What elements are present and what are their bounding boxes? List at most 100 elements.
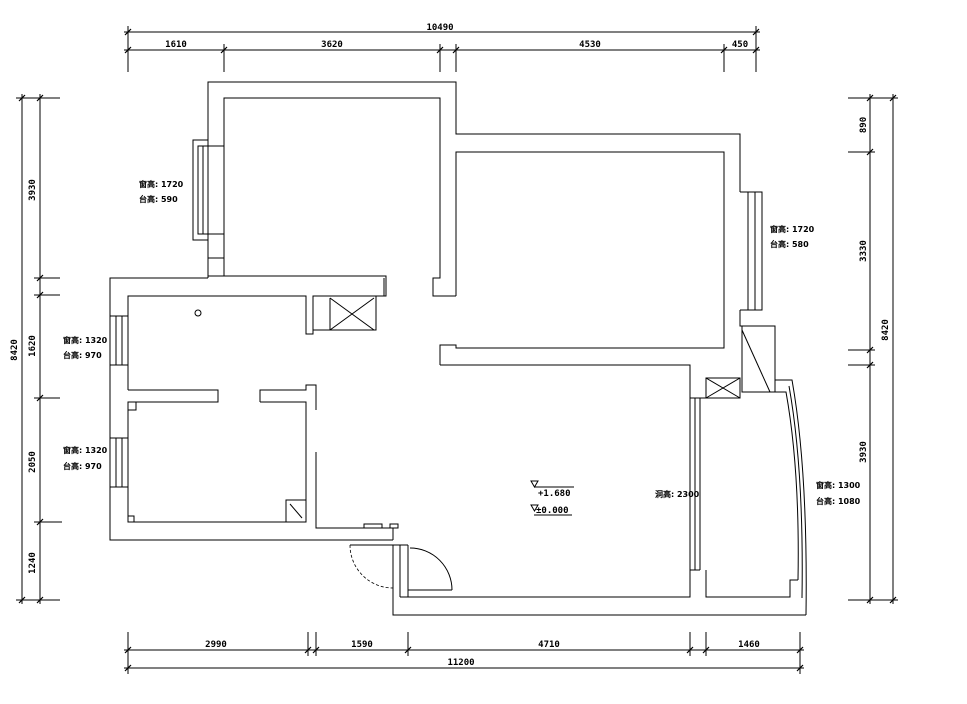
left-middle-window bbox=[109, 315, 129, 366]
dimension-tick bbox=[124, 646, 132, 654]
dimension-tick bbox=[220, 46, 228, 54]
middle-partition bbox=[224, 275, 387, 297]
walls bbox=[109, 81, 807, 616]
elevation-markers bbox=[530, 480, 574, 516]
dimension-tick bbox=[436, 46, 444, 54]
dimension-tick bbox=[36, 291, 44, 299]
lower-room-walls bbox=[127, 401, 307, 523]
dim-left-segment-2: 1620 bbox=[28, 335, 38, 357]
dimension-tick bbox=[866, 596, 874, 604]
dimension-tick bbox=[866, 94, 874, 102]
kitchen-bottom-left bbox=[128, 389, 219, 403]
left-dimensions bbox=[16, 94, 62, 604]
dim-bottom-segment-1: 2990 bbox=[205, 640, 227, 650]
fixture-icon bbox=[194, 309, 202, 317]
dim-left-segment-4: 1240 bbox=[28, 552, 38, 574]
stair-diagonal bbox=[741, 329, 771, 393]
dimension-tick bbox=[36, 274, 44, 282]
dimension-tick bbox=[18, 94, 26, 102]
balcony-outer-curve bbox=[775, 379, 807, 616]
door-swing-right bbox=[409, 547, 453, 591]
balcony-inner-curve bbox=[775, 391, 799, 581]
entry-ledge-1 bbox=[363, 523, 383, 529]
window-left-upper-height: 窗高: 1720 bbox=[139, 179, 184, 189]
dimension-tick bbox=[702, 646, 710, 654]
upper-left-bedroom-inner bbox=[223, 97, 456, 297]
lower-right-wall bbox=[315, 452, 394, 540]
elevation-triangle-ground bbox=[530, 504, 539, 512]
entry-ledge-2 bbox=[389, 523, 399, 529]
dim-left-segment-3: 2050 bbox=[28, 451, 38, 473]
dim-right-segment-2: 3330 bbox=[859, 240, 869, 262]
door-swing-left bbox=[349, 544, 394, 589]
dimension-ticks bbox=[18, 28, 897, 672]
right-dimensions bbox=[848, 94, 898, 604]
dim-left-overall: 8420 bbox=[10, 339, 20, 361]
dim-bottom-overall: 11200 bbox=[447, 658, 474, 668]
dim-top-segment-1: 1610 bbox=[165, 40, 187, 50]
dimension-tick bbox=[36, 518, 44, 526]
lower-room-fixture bbox=[285, 499, 307, 523]
right-outer-wall bbox=[739, 310, 776, 393]
dim-right-segment-3: 3930 bbox=[859, 441, 869, 463]
window-left-middle-sill: 台高: 970 bbox=[63, 350, 102, 360]
dimension-tick bbox=[36, 94, 44, 102]
left-lower-window bbox=[109, 437, 129, 488]
kitchen-bottom-right bbox=[259, 384, 317, 410]
dimension-tick bbox=[796, 646, 804, 654]
dim-bottom-segment-2: 1590 bbox=[351, 640, 373, 650]
dimension-tick bbox=[866, 361, 874, 369]
elevation-ground: ±0.000 bbox=[536, 506, 569, 516]
window-right-upper-sill: 台高: 580 bbox=[770, 239, 809, 249]
dimension-tick bbox=[124, 46, 132, 54]
dimension-tick bbox=[124, 28, 132, 36]
dimension-tick bbox=[404, 646, 412, 654]
duct-box-right bbox=[705, 377, 741, 399]
window-left-lower-height: 窗高: 1320 bbox=[63, 445, 108, 455]
window-left-upper-sill: 台高: 590 bbox=[139, 194, 178, 204]
dimension-tick bbox=[720, 46, 728, 54]
dim-left-segment-1: 3930 bbox=[28, 179, 38, 201]
elevation-upper: +1.680 bbox=[538, 489, 571, 499]
window-right-upper-height: 窗高: 1720 bbox=[770, 224, 815, 234]
right-upper-window-frame bbox=[740, 191, 763, 311]
bottom-inner-wall bbox=[400, 569, 700, 598]
window-left-lower-sill: 台高: 970 bbox=[63, 461, 102, 471]
dimension-tick bbox=[18, 596, 26, 604]
dim-right-segment-1: 890 bbox=[859, 117, 869, 133]
top-dimensions bbox=[124, 26, 760, 72]
dim-top-overall: 10490 bbox=[426, 23, 453, 33]
right-bedroom-outer-bottom bbox=[440, 364, 706, 399]
dimension-tick bbox=[752, 46, 760, 54]
elevation-triangle-upper bbox=[530, 480, 539, 488]
window-left-middle-height: 窗高: 1320 bbox=[63, 335, 108, 345]
opening-height-label: 洞高: 2300 bbox=[655, 489, 700, 499]
bottom-outer-wall bbox=[392, 544, 806, 616]
kitchen-walls bbox=[127, 295, 314, 390]
dim-bottom-segment-3: 4710 bbox=[538, 640, 560, 650]
upper-left-small-window bbox=[207, 257, 225, 277]
dim-top-segment-2: 3620 bbox=[321, 40, 343, 50]
right-bedroom-inner bbox=[439, 151, 725, 365]
left-outer-wall bbox=[109, 277, 393, 541]
dimension-tick bbox=[796, 664, 804, 672]
upper-outer-wall bbox=[207, 81, 741, 278]
left-upper-window-bay bbox=[192, 139, 208, 241]
dim-top-segment-4: 450 bbox=[732, 40, 748, 50]
dimension-tick bbox=[36, 394, 44, 402]
window-right-lower-sill: 台高: 1080 bbox=[816, 496, 861, 506]
dimension-tick bbox=[752, 28, 760, 36]
balcony-bottom-wall bbox=[705, 570, 798, 598]
dimension-tick bbox=[686, 646, 694, 654]
dimension-tick bbox=[312, 646, 320, 654]
dimension-tick bbox=[866, 346, 874, 354]
dim-bottom-segment-4: 1460 bbox=[738, 640, 760, 650]
dimension-tick bbox=[452, 46, 460, 54]
dim-right-overall: 8420 bbox=[881, 319, 891, 341]
dimension-tick bbox=[304, 646, 312, 654]
window-right-lower-height: 窗高: 1300 bbox=[816, 480, 861, 490]
dimension-tick bbox=[36, 596, 44, 604]
dimension-tick bbox=[889, 94, 897, 102]
shaft-box bbox=[312, 295, 377, 331]
